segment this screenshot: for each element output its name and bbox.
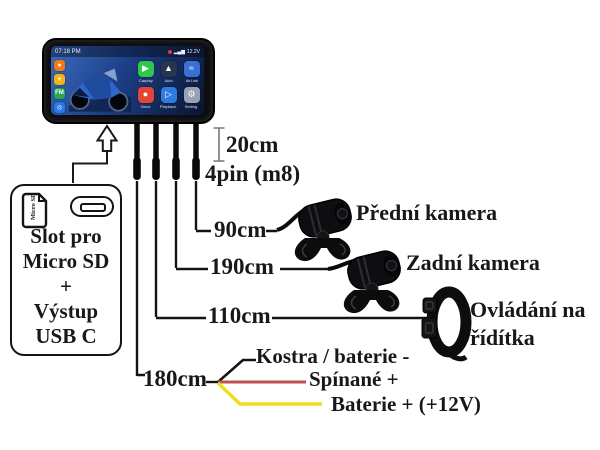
- micro-sd-card-icon: Micro SD: [21, 192, 48, 229]
- app-android-auto[interactable]: ▲ Auto: [158, 60, 179, 86]
- ground-wire-label: Kostra / baterie -: [256, 344, 410, 368]
- device-screen: 07:18 PM ▂▄▆ 12.2V ★ ☀ FM ◎: [51, 46, 204, 115]
- sd-usb-info-box: Micro SD Slot pro Micro SD + Výstup USB …: [10, 184, 122, 356]
- wire-190cm: [174, 181, 328, 271]
- label-110cm: 110cm: [208, 303, 271, 328]
- handlebar-control: [421, 286, 472, 362]
- sd-box-line5: USB C: [35, 324, 97, 348]
- home-screen: ★ ☀ FM ◎: [51, 57, 204, 115]
- front-camera-label: Přední kamera: [356, 200, 498, 225]
- app-setting[interactable]: ⚙ Setting: [181, 86, 202, 112]
- micro-sd-card-text: Micro SD: [30, 193, 37, 220]
- usb-c-port-icon: [70, 196, 114, 217]
- launcher-icon[interactable]: ★: [54, 59, 65, 71]
- wire-110cm: [154, 181, 427, 320]
- signal-icon: ▂▄▆: [173, 48, 185, 55]
- app-label: Playback: [160, 103, 177, 109]
- carplay-icon[interactable]: ▶: [137, 60, 154, 77]
- handlebar-control-label: Ovládání na řídítka: [470, 296, 586, 352]
- label-190cm: 190cm: [210, 254, 274, 279]
- battery-wire-label: Baterie + (+12V): [331, 392, 481, 416]
- rear-camera-label: Zadní kamera: [406, 250, 540, 275]
- android-auto-icon[interactable]: ▲: [160, 60, 177, 77]
- motorcycle-wallpaper: [67, 60, 133, 112]
- sd-box-connector-line: [72, 151, 108, 183]
- label-180cm: 180cm: [143, 366, 207, 391]
- switched-wire-label: Spínané +: [309, 367, 399, 391]
- brightness-icon[interactable]: ☀: [54, 73, 65, 85]
- status-icons: ▂▄▆ 12.2V: [167, 48, 200, 55]
- app-label: Voice: [140, 103, 151, 109]
- record-dot-icon: [167, 49, 172, 54]
- voice-icon[interactable]: ●: [137, 86, 154, 103]
- status-time: 07:18 PM: [55, 48, 81, 55]
- app-airlink[interactable]: ≈ AirLink: [181, 60, 202, 86]
- handlebar-control-label-line1: Ovládání na: [470, 297, 586, 322]
- arrow-up-icon: [95, 124, 119, 152]
- app-label: Carplay: [138, 77, 153, 83]
- status-bar: 07:18 PM ▂▄▆ 12.2V: [51, 46, 204, 57]
- usb-c-slot: [80, 203, 106, 212]
- app-label: Auto: [164, 77, 173, 83]
- app-label: Setting: [185, 103, 198, 109]
- battery-voltage: 12.2V: [186, 48, 200, 55]
- fm-radio-icon[interactable]: FM: [54, 87, 65, 99]
- app-grid: ▶ Carplay ▲ Auto ≈ AirLink ● Voice: [135, 60, 202, 112]
- ground-wire: [217, 358, 256, 383]
- app-label: AirLink: [185, 77, 198, 83]
- handlebar-control-label-line2: řídítka: [470, 325, 535, 350]
- label-90cm: 90cm: [214, 217, 267, 242]
- rear-camera: [342, 247, 405, 315]
- measure-bracket-20cm: [213, 127, 225, 162]
- sd-box-line4: Výstup: [33, 299, 99, 323]
- bluetooth-icon[interactable]: ◎: [54, 101, 65, 113]
- app-carplay[interactable]: ▶ Carplay: [135, 60, 156, 86]
- sd-box-line2: Micro SD: [22, 249, 110, 273]
- label-20cm: 20cm: [226, 132, 279, 157]
- display-device: 07:18 PM ▂▄▆ 12.2V ★ ☀ FM ◎: [42, 38, 215, 124]
- setting-gear-icon[interactable]: ⚙: [183, 86, 200, 103]
- side-app-strip: ★ ☀ FM ◎: [54, 59, 65, 113]
- wire-180cm: [135, 181, 145, 377]
- m8-connectors: [133, 157, 200, 180]
- playback-icon[interactable]: ▷: [160, 86, 177, 103]
- front-camera: [293, 195, 356, 263]
- wire-90cm: [194, 181, 277, 233]
- label-4pin-m8: 4pin (m8): [205, 161, 301, 186]
- sd-box-text: Slot pro Micro SD + Výstup USB C: [12, 224, 120, 349]
- sd-box-line1: Slot pro: [30, 224, 102, 248]
- cable-bundle: [134, 121, 199, 158]
- app-voice[interactable]: ● Voice: [135, 86, 156, 112]
- app-playback[interactable]: ▷ Playback: [158, 86, 179, 112]
- sd-box-line3: +: [60, 274, 72, 298]
- airlink-icon[interactable]: ≈: [183, 60, 200, 77]
- battery-wire: [216, 381, 322, 406]
